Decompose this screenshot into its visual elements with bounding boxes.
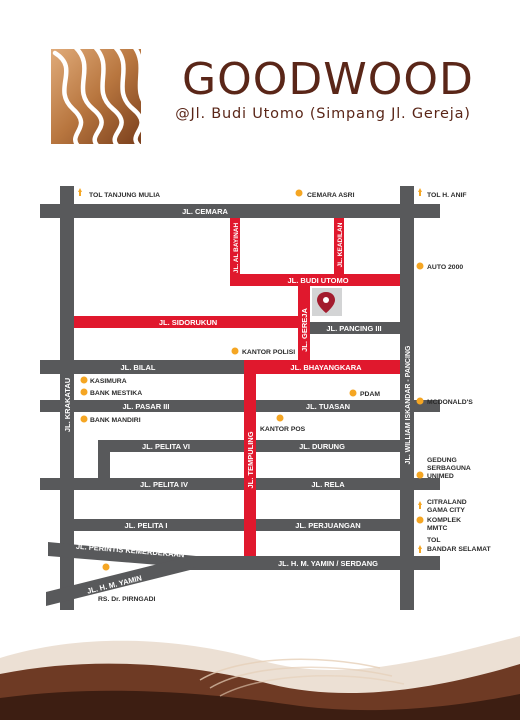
- road-label-al-bayinah: JL. AL BAYINAH: [233, 223, 240, 274]
- road-label-gereja: JL. GEREJA: [300, 308, 309, 352]
- landmark-dot: [416, 397, 424, 405]
- road-label-cemara: JL. CEMARA: [182, 207, 228, 216]
- landmark-tol-bandar-line2: BANDAR SELAMAT: [427, 546, 492, 553]
- road-pelita1: [60, 519, 400, 531]
- landmark-dot: [416, 516, 424, 524]
- road-pelita6-stub: [98, 440, 110, 478]
- road-label-pasar3: JL. PASAR III: [123, 402, 170, 411]
- road-label-pelita4: JL. PELITA IV: [140, 480, 188, 489]
- road-label-pelita6: JL. PELITA VI: [142, 442, 190, 451]
- road-yamin-serdang: [180, 556, 440, 570]
- landmark-pdam: PDAM: [360, 391, 380, 398]
- road-tempuling: [244, 360, 256, 556]
- landmark-bank-mandiri: BANK MANDIRI: [90, 417, 141, 424]
- road-label-tuasan: JL. TUASAN: [306, 402, 350, 411]
- landmark-tol-h-anif: TOL H. ANIF: [427, 192, 467, 199]
- road-cemara: [40, 204, 440, 218]
- toll-icon: [418, 501, 422, 505]
- landmark-cemara-asri: CEMARA ASRI: [307, 192, 355, 199]
- road-label-pancing3: JL. PANCING III: [326, 324, 381, 333]
- road-label-durung: JL. DURUNG: [299, 442, 345, 451]
- landmark-kantor-polisi: KANTOR POLISI: [242, 349, 295, 356]
- brand-title: GOODWOOD: [182, 54, 474, 105]
- footer-wave-decoration: [0, 636, 520, 720]
- landmark-dot: [80, 376, 88, 384]
- road-label-william: JL. WILLIAM ISKANDAR - PANCING: [405, 345, 412, 464]
- road-krakatau: [60, 186, 74, 610]
- landmark-citraland-line2: GAMA CITY: [427, 507, 465, 514]
- landmark-komplek-line1: KOMPLEK: [427, 517, 461, 524]
- landmark-mcdonalds: MCDONALD'S: [427, 399, 473, 406]
- road-label-budi-utomo: JL. BUDI UTOMO: [287, 276, 348, 285]
- toll-icon: [418, 188, 422, 192]
- road-keadilan: [334, 218, 344, 284]
- landmark-komplek-line2: MMTC: [427, 525, 447, 532]
- road-pancing3: [308, 322, 400, 334]
- road-label-perjuangan: JL. PERJUANGAN: [295, 521, 360, 530]
- location-pin-icon: [317, 292, 335, 313]
- toll-icon: [78, 188, 82, 192]
- goodwood-logo: [51, 49, 141, 144]
- road-budi-utomo: [230, 274, 400, 286]
- landmark-bank-mestika: BANK MESTIKA: [90, 390, 142, 397]
- landmark-tol-tanjung-mulia: TOL TANJUNG MULIA: [89, 192, 160, 199]
- landmark-gedung-line3: UNIMED: [427, 473, 454, 480]
- road-yamin-left: [46, 556, 190, 606]
- landmark-citraland-line1: CITRALAND: [427, 499, 467, 506]
- road-label-yamin-serdang: JL. H. M. YAMIN / SERDANG: [278, 559, 378, 568]
- landmark-tol-bandar-line1: TOL: [427, 537, 440, 544]
- landmark-gedung-line2: SERBAGUNA: [427, 465, 471, 472]
- landmark-markers: [78, 188, 424, 571]
- road-label-keadilan: JL. KEADILAN: [337, 222, 344, 267]
- landmark-dot: [102, 563, 110, 571]
- road-al-bayinah: [230, 218, 240, 284]
- road-label-pelita1: JL. PELITA I: [125, 521, 168, 530]
- landmark-kasimura: KASIMURA: [90, 378, 127, 385]
- landmark-dot: [416, 262, 424, 270]
- landmark-dot: [231, 347, 239, 355]
- landmark-dot: [80, 388, 88, 396]
- road-label-bhayangkara: JL. BHAYANGKARA: [290, 363, 362, 372]
- road-william-iskandar: [400, 186, 414, 610]
- landmark-dot: [295, 189, 303, 197]
- road-pasar3: [40, 400, 440, 412]
- road-label-bilal: JL. BILAL: [121, 363, 156, 372]
- landmark-gedung-line1: GEDUNG: [427, 457, 457, 464]
- landmark-auto-2000: AUTO 2000: [427, 264, 463, 271]
- brand-address: @Jl. Budi Utomo (Simpang Jl. Gereja): [175, 106, 471, 122]
- road-label-rela: JL. RELA: [311, 480, 345, 489]
- road-bilal: [40, 360, 248, 374]
- road-label-sidorukun: JL. SIDORUKUN: [159, 318, 217, 327]
- landmark-dot: [80, 415, 88, 423]
- road-gereja: [298, 284, 310, 364]
- toll-icon: [418, 545, 422, 549]
- landmark-kantor-pos: KANTOR POS: [260, 426, 306, 433]
- road-bhayangkara: [244, 360, 400, 374]
- road-label-krakatau: JL. KRAKATAU: [63, 378, 72, 432]
- landmark-dot: [276, 414, 284, 422]
- landmark-dot: [349, 389, 357, 397]
- road-perintis: [48, 542, 196, 568]
- road-pelita4: [40, 478, 440, 490]
- landmark-rs-pirngadi: RS. Dr. PIRNGADI: [98, 596, 156, 603]
- landmark-dot: [416, 471, 424, 479]
- road-label-tempuling: JL. TEMPULING: [246, 431, 255, 488]
- road-sidorukun: [74, 316, 300, 328]
